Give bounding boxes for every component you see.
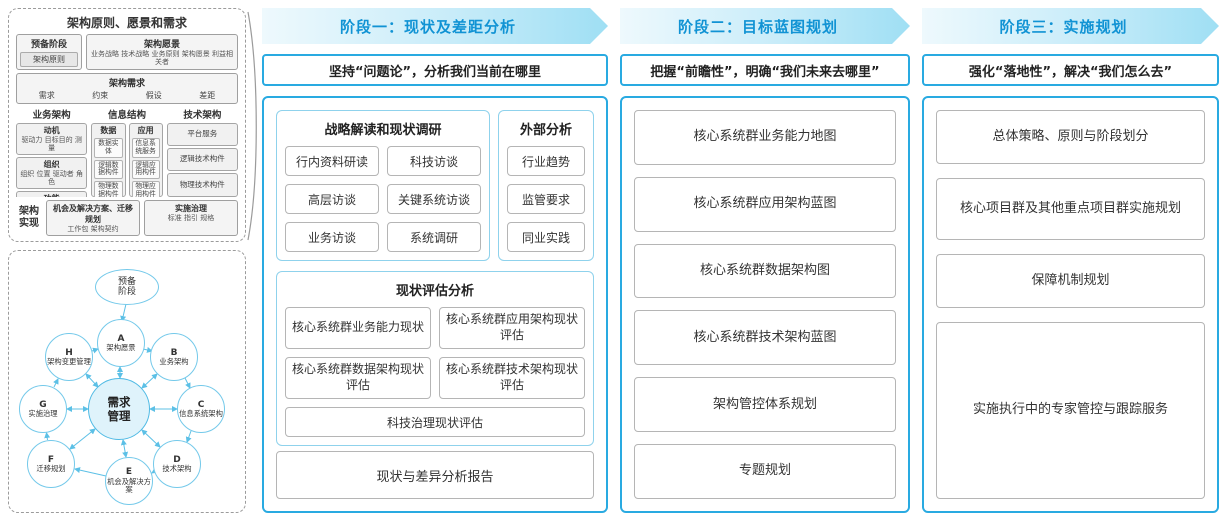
phase-3-item: 核心项目群及其他重点项目群实施规划 (936, 178, 1205, 240)
phase-2-item: 专题规划 (634, 444, 896, 499)
phase-2-item: 核心系统群业务能力地图 (634, 110, 896, 165)
strategy-item: 系统调研 (387, 222, 481, 252)
req-item: 假设 (145, 91, 162, 100)
strategy-item: 业务访谈 (285, 222, 379, 252)
motivation-box: 动机 驱动力 目标目的 测量 (16, 123, 88, 155)
phases-container: 阶段一：现状及差距分析 坚持“问题论”，分析我们当前在哪里 战略解读和现状调研 … (262, 8, 1219, 513)
function-box: 功能 服务 流程 控制 制约 (16, 190, 88, 197)
cycle-node-h: H 架构变更管理 (45, 333, 93, 381)
req-item: 差距 (199, 91, 216, 100)
phase-2-item: 核心系统群技术架构蓝图 (634, 310, 896, 366)
phase-2-item: 核心系统群数据架构图 (634, 243, 896, 299)
assessment-item: 核心系统群应用架构现状评估 (439, 307, 585, 349)
information-structure-title: 信息结构 (107, 110, 146, 121)
application-box: 应用 信息系统服务 逻辑应用构件 物理应用构件 (128, 123, 163, 197)
arch-vision-title: 架构愿景 (143, 40, 180, 50)
cycle-node-a: A 架构愿景 (97, 319, 145, 367)
req-item: 需求 (38, 91, 55, 100)
technology-architecture-column: 技术架构 平台服务 逻辑技术构件 物理技术构件 (166, 107, 238, 197)
phase-3-subtitle: 强化“落地性”，解决“我们怎么去” (922, 54, 1219, 86)
strategy-research-box: 战略解读和现状调研 行内资料研读 科技访谈 高层访谈 关键系统访谈 业务访谈 系… (276, 110, 490, 261)
brace-curve (247, 11, 257, 241)
architecture-framework-panel: 架构原则、愿景和需求 预备阶段 架构原则 架构愿景 业务战略 技术战略 业务原则… (8, 8, 246, 242)
phase-2-header: 阶段二：目标蓝图规划 (620, 8, 910, 44)
phase-1: 阶段一：现状及差距分析 坚持“问题论”，分析我们当前在哪里 战略解读和现状调研 … (262, 8, 608, 513)
phase-1-subtitle: 坚持“问题论”，分析我们当前在哪里 (262, 54, 608, 86)
assessment-item: 核心系统群技术架构现状评估 (439, 357, 585, 399)
platform-service-cell: 平台服务 (166, 123, 238, 147)
phase-3-item: 总体策略、原则与阶段划分 (936, 110, 1205, 164)
prep-stage-box: 预备阶段 架构原则 (16, 34, 82, 70)
cycle-node-e: E 机会及解决方案 (105, 457, 153, 505)
phase-3-item: 实施执行中的专家管控与跟踪服务 (936, 322, 1205, 499)
arch-principle-cell: 架构原则 (20, 52, 78, 67)
external-item: 同业实践 (507, 222, 585, 252)
arch-realization-title: 架构实现 (19, 205, 39, 229)
phase-3-item: 保障机制规划 (936, 254, 1205, 308)
external-item: 行业趋势 (507, 146, 585, 176)
cycle-node-f: F 迁移规划 (27, 440, 75, 488)
cycle-node-g: G 实施治理 (19, 385, 67, 433)
framework-panel-title: 架构原则、愿景和需求 (66, 16, 187, 30)
information-structure-column: 信息结构 数据 数据实体 逻辑数据构件 物理数据构件 应用 信息系统服务 逻辑应… (91, 107, 163, 197)
cycle-connectors (44, 303, 192, 477)
phase-1-header: 阶段一：现状及差距分析 (262, 8, 608, 44)
physical-tech-cell: 物理技术构件 (166, 173, 238, 197)
external-analysis-box: 外部分析 行业趋势 监管要求 同业实践 (498, 110, 594, 261)
cycle-node-prep: 预备阶段 (95, 269, 159, 305)
arch-vision-box: 架构愿景 业务战略 技术战略 业务原则 架构愿景 利益相关者 (86, 34, 238, 70)
prep-stage-title: 预备阶段 (30, 40, 67, 50)
phase-2-item: 核心系统群应用架构蓝图 (634, 176, 896, 232)
phase-3-header: 阶段三：实施规划 (922, 8, 1219, 44)
phase-2: 阶段二：目标蓝图规划 把握“前瞻性”，明确“我们未来去哪里” 核心系统群业务能力… (620, 8, 910, 513)
adm-cycle-panel: 预备阶段 A 架构愿景 B 业务架构 C 信息系统架构 D 技术架构 E 机会及… (8, 250, 246, 513)
assessment-item: 核心系统群数据架构现状评估 (285, 357, 431, 399)
business-architecture-title: 业务架构 (32, 110, 71, 121)
assessment-item: 核心系统群业务能力现状 (285, 307, 431, 349)
phase-3-body: 总体策略、原则与阶段划分 核心项目群及其他重点项目群实施规划 保障机制规划 实施… (922, 96, 1219, 513)
strategy-item: 行内资料研读 (285, 146, 379, 176)
cycle-node-c: C 信息系统架构 (177, 385, 225, 433)
cycle-node-d: D 技术架构 (153, 440, 201, 488)
req-item: 约束 (92, 91, 109, 100)
phase-3: 阶段三：实施规划 强化“落地性”，解决“我们怎么去” 总体策略、原则与阶段划分 … (922, 8, 1219, 513)
strategy-item: 科技访谈 (387, 146, 481, 176)
technology-architecture-title: 技术架构 (183, 110, 222, 121)
tech-governance-assessment: 科技治理现状评估 (285, 407, 585, 437)
arch-requirement-items: 需求 约束 假设 差距 (20, 90, 234, 101)
business-architecture-column: 业务架构 动机 驱动力 目标目的 测量 组织 组织 位置 驱动者 角色 功能 服… (16, 107, 88, 197)
phase-2-subtitle: 把握“前瞻性”，明确“我们未来去哪里” (620, 54, 910, 86)
cycle-center-requirements: 需求管理 (88, 378, 150, 440)
strategy-item: 高层访谈 (285, 184, 379, 214)
implementation-governance-box: 实施治理 标准 指引 规格 (144, 199, 238, 236)
opportunity-migration-box: 机会及解决方案、迁移规划 工作包 架构契约 (46, 199, 140, 236)
external-item: 监管要求 (507, 184, 585, 214)
strategy-item: 关键系统访谈 (387, 184, 481, 214)
phase-2-item: 架构管控体系规划 (634, 377, 896, 433)
cycle-node-b: B 业务架构 (150, 333, 198, 381)
gap-analysis-report: 现状与差异分析报告 (276, 451, 594, 499)
arch-vision-items: 业务战略 技术战略 业务原则 架构愿景 利益相关者 (91, 50, 233, 67)
phase-1-body: 战略解读和现状调研 行内资料研读 科技访谈 高层访谈 关键系统访谈 业务访谈 系… (262, 96, 608, 513)
arch-requirement-box: 架构需求 需求 约束 假设 差距 (16, 73, 238, 104)
phase-2-body: 核心系统群业务能力地图 核心系统群应用架构蓝图 核心系统群数据架构图 核心系统群… (620, 96, 910, 513)
arch-requirement-title: 架构需求 (108, 79, 145, 89)
logical-tech-cell: 逻辑技术构件 (166, 148, 238, 172)
assessment-box: 现状评估分析 核心系统群业务能力现状 核心系统群应用架构现状评估 核心系统群数据… (276, 271, 594, 446)
data-box: 数据 数据实体 逻辑数据构件 物理数据构件 (91, 123, 126, 197)
organization-box: 组织 组织 位置 驱动者 角色 (16, 156, 88, 189)
